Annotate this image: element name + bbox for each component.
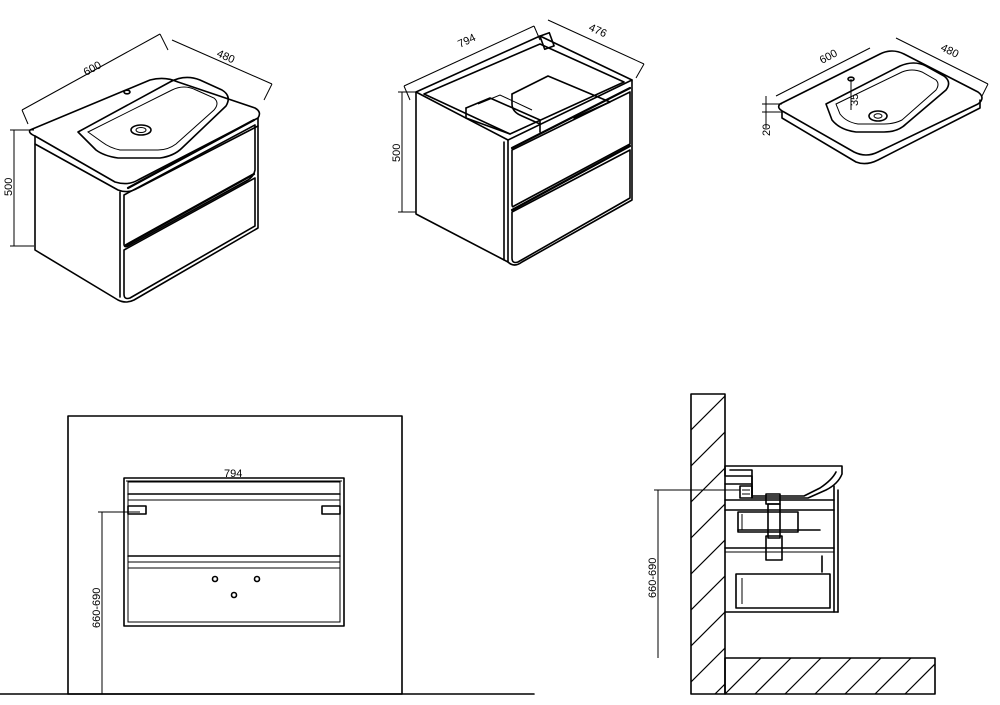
view1-depth-label: 480 bbox=[215, 48, 237, 66]
view3-depth-label: 480 bbox=[939, 42, 961, 61]
view2-depth-label: 476 bbox=[587, 22, 609, 40]
view3-thickness-label: 20 bbox=[761, 124, 773, 136]
front-width-label: 794 bbox=[224, 468, 242, 480]
view-basin: 35 600 480 20 bbox=[761, 37, 989, 165]
view3-tap-label: 35 bbox=[849, 94, 861, 106]
view3-width-label: 600 bbox=[818, 47, 840, 66]
view2-height-label: 500 bbox=[391, 144, 403, 162]
view-front-wall: 794 660-690 bbox=[0, 415, 535, 695]
front-mount-height-label: 660-690 bbox=[91, 588, 103, 628]
view1-width-label: 600 bbox=[82, 59, 104, 78]
view2-width-label: 794 bbox=[456, 32, 478, 51]
view-side-section: 660-690 bbox=[647, 393, 936, 695]
side-mount-height-label: 660-690 bbox=[647, 558, 659, 598]
view1-height-label: 500 bbox=[3, 178, 15, 196]
view-cabinet-with-basin: 600 480 500 bbox=[3, 33, 273, 303]
view-cabinet-open: 794 476 500 bbox=[391, 19, 645, 266]
